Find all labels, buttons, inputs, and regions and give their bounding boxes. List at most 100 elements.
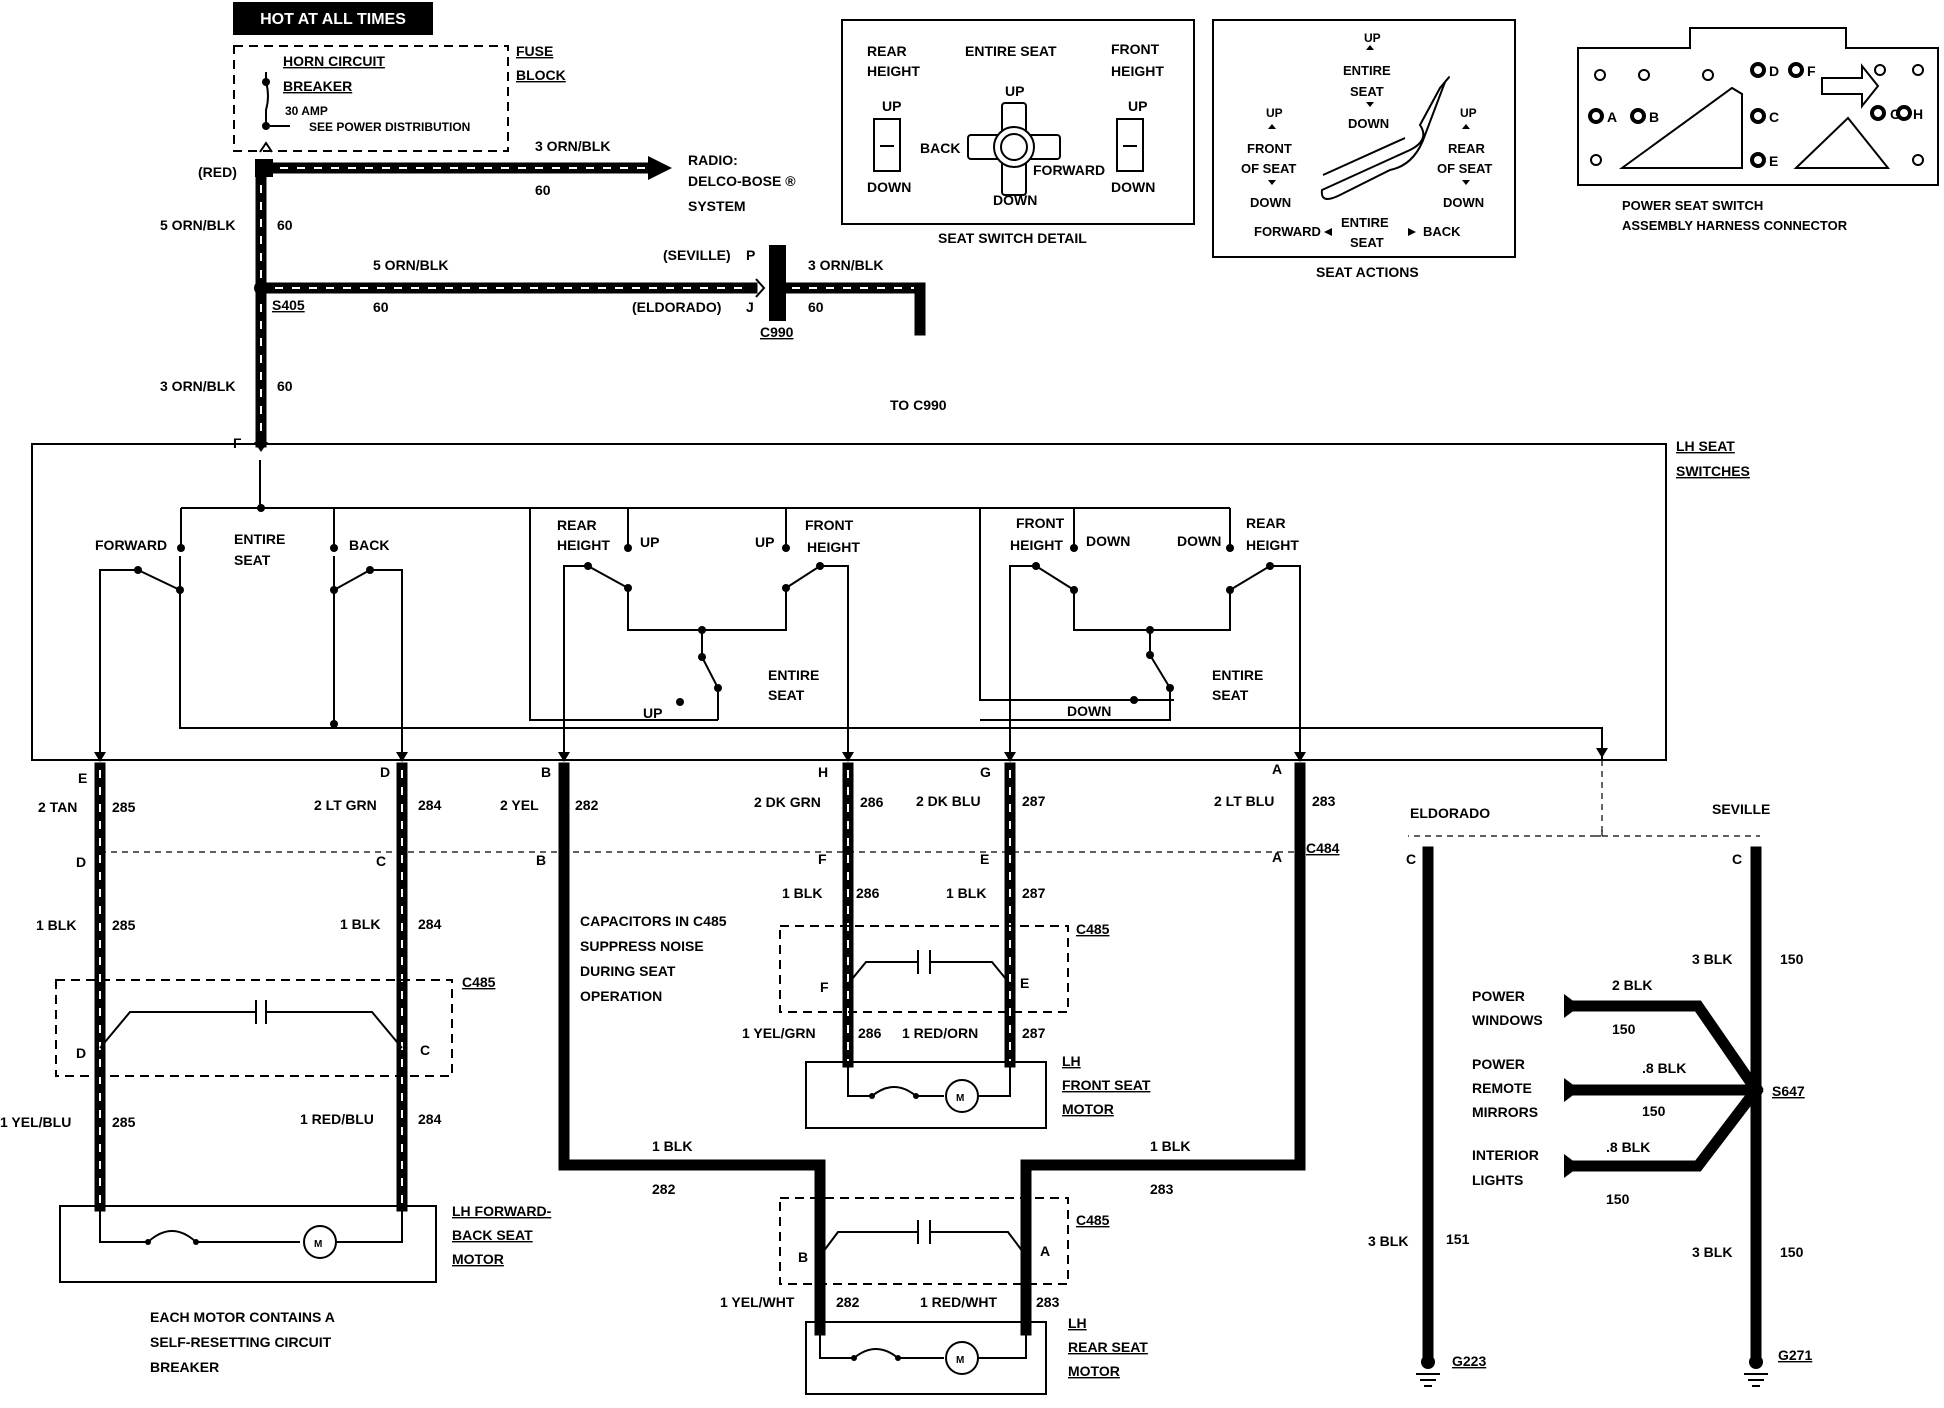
svg-text:150: 150: [1642, 1103, 1666, 1119]
svg-text:C485: C485: [1076, 1212, 1110, 1228]
svg-text:287: 287: [1022, 1025, 1046, 1041]
svg-text:M: M: [956, 1355, 964, 1366]
svg-text:UP: UP: [1005, 83, 1024, 99]
svg-text:1 BLK: 1 BLK: [652, 1138, 692, 1154]
svg-text:UP: UP: [643, 705, 662, 721]
svg-text:150: 150: [1780, 951, 1804, 967]
svg-text:UP: UP: [1128, 98, 1147, 114]
motor-note: EACH MOTOR CONTAINS A SELF-RESETTING CIR…: [150, 1309, 335, 1375]
svg-text:151: 151: [1446, 1231, 1470, 1247]
svg-text:SEAT ACTIONS: SEAT ACTIONS: [1316, 264, 1419, 280]
svg-text:FRONT: FRONT: [1111, 41, 1160, 57]
svg-text:DOWN: DOWN: [1111, 179, 1155, 195]
svg-text:60: 60: [808, 299, 824, 315]
seat-switch-detail: REAR HEIGHT ENTIRE SEAT FRONT HEIGHT UP …: [841, 19, 1195, 246]
svg-text:287: 287: [1022, 885, 1046, 901]
harness-connector: D F A B C G H E POWER SEAT SWITCH ASSEMB…: [1577, 27, 1939, 233]
svg-text:B: B: [798, 1249, 808, 1265]
svg-text:60: 60: [373, 299, 389, 315]
svg-text:LIGHTS: LIGHTS: [1472, 1172, 1523, 1188]
svg-text:283: 283: [1036, 1294, 1060, 1310]
svg-text:REAR: REAR: [867, 43, 907, 59]
svg-text:SEVILLE: SEVILLE: [1712, 801, 1770, 817]
svg-text:C: C: [376, 853, 386, 869]
svg-text:DOWN: DOWN: [1086, 533, 1130, 549]
svg-text:EACH MOTOR CONTAINS A: EACH MOTOR CONTAINS A: [150, 1309, 335, 1325]
svg-text:ENTIRE: ENTIRE: [768, 667, 819, 683]
svg-text:1 BLK: 1 BLK: [946, 885, 986, 901]
svg-text:.8 BLK: .8 BLK: [1606, 1139, 1650, 1155]
svg-text:FRONT: FRONT: [805, 517, 854, 533]
svg-text:5 ORN/BLK: 5 ORN/BLK: [160, 217, 235, 233]
svg-text:SUPPRESS NOISE: SUPPRESS NOISE: [580, 938, 704, 954]
svg-text:DOWN: DOWN: [1067, 703, 1111, 719]
svg-text:1 BLK: 1 BLK: [340, 916, 380, 932]
svg-text:283: 283: [1312, 793, 1336, 809]
svg-text:SEAT: SEAT: [1350, 84, 1384, 99]
svg-text:HEIGHT: HEIGHT: [1246, 537, 1299, 553]
svg-text:282: 282: [652, 1181, 676, 1197]
svg-text:B: B: [541, 764, 551, 780]
svg-text:3 BLK: 3 BLK: [1692, 951, 1732, 967]
svg-text:DOWN: DOWN: [1348, 116, 1389, 131]
svg-text:E: E: [1020, 975, 1029, 991]
svg-text:C: C: [1769, 109, 1779, 125]
svg-text:INTERIOR: INTERIOR: [1472, 1147, 1539, 1163]
svg-text:E: E: [78, 770, 87, 786]
svg-text:D: D: [1769, 63, 1779, 79]
fuse-block: HORN CIRCUIT BREAKER 30 AMP SEE POWER DI…: [198, 43, 566, 180]
svg-text:D: D: [76, 854, 86, 870]
svg-text:DOWN: DOWN: [1177, 533, 1221, 549]
svg-text:FORWARD: FORWARD: [1254, 224, 1321, 239]
svg-text:HOT AT ALL TIMES: HOT AT ALL TIMES: [260, 11, 406, 28]
svg-text:FRONT: FRONT: [1016, 515, 1065, 531]
svg-text:282: 282: [575, 797, 599, 813]
svg-text:REAR: REAR: [1448, 141, 1485, 156]
svg-text:S405: S405: [272, 297, 305, 313]
svg-text:DOWN: DOWN: [993, 192, 1037, 208]
c485-front: C485 F E: [779, 921, 1110, 1013]
svg-text:FRONT: FRONT: [1247, 141, 1292, 156]
svg-text:DOWN: DOWN: [1250, 195, 1291, 210]
svg-text:1 RED/WHT: 1 RED/WHT: [920, 1294, 997, 1310]
svg-text:2 BLK: 2 BLK: [1612, 977, 1652, 993]
hot-label: HOT AT ALL TIMES: [233, 2, 433, 35]
svg-text:286: 286: [860, 794, 884, 810]
svg-text:H: H: [1913, 106, 1923, 122]
svg-text:A: A: [1040, 1243, 1050, 1259]
svg-text:5 ORN/BLK: 5 ORN/BLK: [373, 257, 448, 273]
svg-text:ENTIRE: ENTIRE: [234, 531, 285, 547]
svg-text:1 BLK: 1 BLK: [1150, 1138, 1190, 1154]
svg-text:.8 BLK: .8 BLK: [1642, 1060, 1686, 1076]
svg-text:1 YEL/GRN: 1 YEL/GRN: [742, 1025, 816, 1041]
svg-text:M: M: [314, 1239, 322, 1250]
svg-text:285: 285: [112, 917, 136, 933]
svg-text:BLOCK: BLOCK: [516, 67, 566, 83]
svg-text:30 AMP: 30 AMP: [285, 104, 328, 118]
svg-text:HEIGHT: HEIGHT: [807, 539, 860, 555]
svg-text:UP: UP: [1364, 31, 1381, 45]
svg-text:287: 287: [1022, 793, 1046, 809]
svg-text:60: 60: [277, 378, 293, 394]
svg-text:LH: LH: [1062, 1053, 1081, 1069]
svg-text:283: 283: [1150, 1181, 1174, 1197]
harness-wires: C484 E 2 TAN 285 D 1 BLK 285 1 YEL/BLU 2…: [0, 760, 1603, 1336]
svg-text:BREAKER: BREAKER: [150, 1359, 219, 1375]
svg-text:3 ORN/BLK: 3 ORN/BLK: [808, 257, 883, 273]
svg-text:2 LT BLU: 2 LT BLU: [1214, 793, 1274, 809]
svg-text:BACK: BACK: [1423, 224, 1461, 239]
svg-text:SYSTEM: SYSTEM: [688, 198, 746, 214]
svg-text:FRONT SEAT: FRONT SEAT: [1062, 1077, 1151, 1093]
svg-text:FORWARD: FORWARD: [1033, 162, 1105, 178]
svg-text:DOWN: DOWN: [1443, 195, 1484, 210]
svg-text:WINDOWS: WINDOWS: [1472, 1012, 1543, 1028]
svg-text:3 BLK: 3 BLK: [1368, 1233, 1408, 1249]
motor-forward-back: M LH FORWARD- BACK SEAT MOTOR: [59, 1203, 552, 1283]
svg-text:ENTIRE: ENTIRE: [1341, 215, 1389, 230]
svg-text:A: A: [1272, 849, 1282, 865]
svg-text:(SEVILLE): (SEVILLE): [663, 247, 731, 263]
svg-text:LH SEAT: LH SEAT: [1676, 438, 1735, 454]
svg-text:C: C: [1732, 851, 1742, 867]
svg-text:284: 284: [418, 797, 442, 813]
